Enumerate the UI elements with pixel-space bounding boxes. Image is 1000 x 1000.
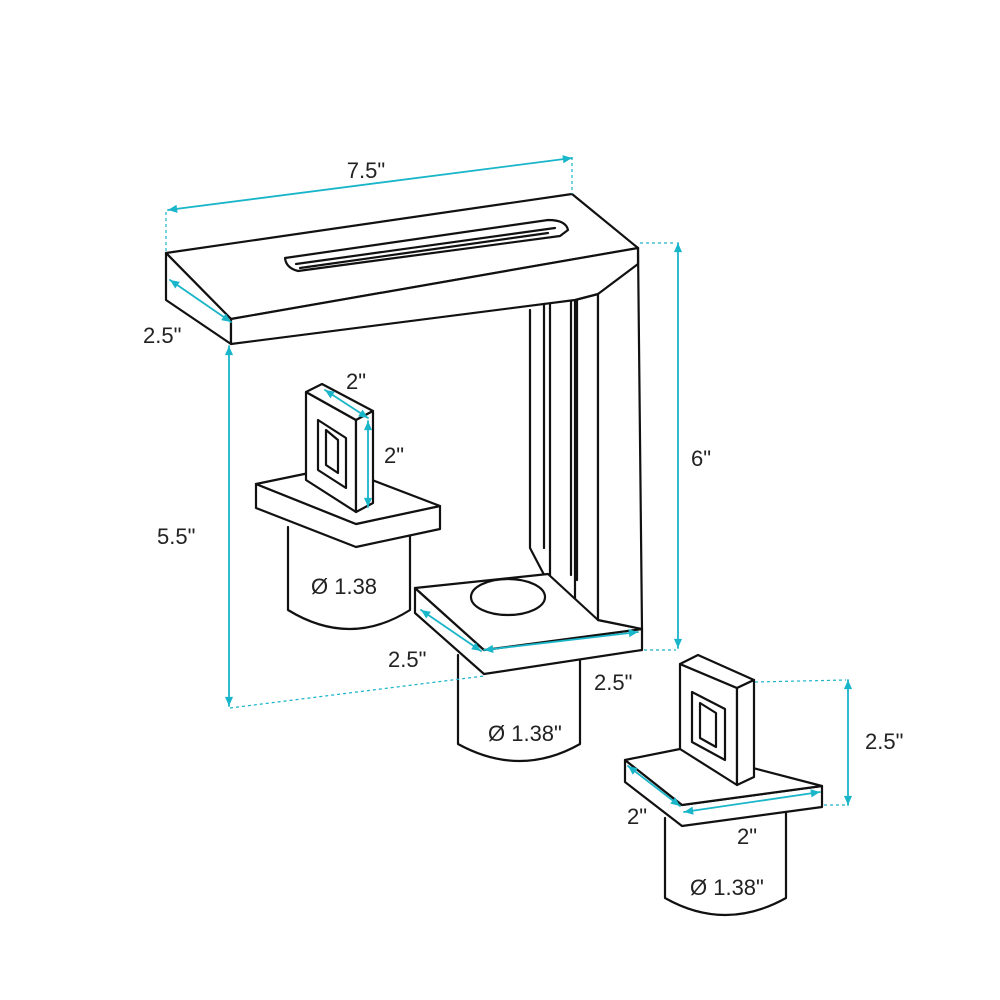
- dimension-arrowhead: [670, 797, 680, 806]
- dimension-arrowhead: [358, 409, 368, 418]
- label-faucet-height: 6": [691, 446, 711, 471]
- dimension-arrowhead: [363, 421, 373, 431]
- dimension-arrowhead: [421, 610, 431, 619]
- label-left-handle-height: 2": [384, 443, 404, 468]
- dimension-arrowhead: [221, 313, 231, 322]
- right-handle-lever-slot: [690, 690, 727, 762]
- dimension-arrowhead: [628, 766, 638, 775]
- dimension-arrowhead: [224, 346, 234, 356]
- dimension-arrowhead: [628, 629, 638, 638]
- dimension-arrowhead: [363, 497, 373, 507]
- main-base-hole: [469, 577, 547, 617]
- label-spout-depth: 2.5": [143, 323, 181, 348]
- main-faucet: [164, 192, 644, 763]
- left-handle-lever-front: [354, 409, 375, 514]
- left-handle: [254, 382, 442, 631]
- label-main-base-diameter: Ø 1.38": [488, 721, 562, 746]
- dimension-line-right-base-width: [683, 791, 821, 813]
- dimension-arrowhead: [843, 680, 853, 690]
- dimension-arrowhead: [224, 696, 234, 706]
- dimension-arrowhead: [168, 204, 178, 213]
- dimension-line-base-width: [483, 631, 639, 651]
- dimension-line-spout-length: [167, 157, 573, 211]
- spout-column-inner-right: [569, 296, 579, 582]
- spout-column-inner-left: [528, 308, 554, 592]
- dimension-arrowhead: [843, 795, 853, 805]
- label-base-width: 2.5": [594, 670, 632, 695]
- dimension-arrowhead: [810, 789, 820, 798]
- label-right-base-width: 2": [737, 824, 757, 849]
- left-handle-lever-slot: [316, 418, 348, 490]
- dimension-arrowhead: [325, 390, 335, 399]
- dimension-arrowhead: [471, 642, 481, 651]
- dimension-line-spout-depth: [169, 279, 232, 323]
- right-handle-cylinder: [663, 810, 788, 917]
- dimension-line-right-base-depth: [627, 765, 681, 807]
- dimension-arrowhead: [170, 280, 180, 289]
- label-right-handle-height: 2.5": [865, 729, 903, 754]
- spout-waterfall-slot-inner: [294, 226, 557, 270]
- dimension-arrowhead: [684, 806, 694, 815]
- extension-line-right-handle-top: [754, 679, 847, 683]
- spout-underside: [229, 246, 640, 346]
- label-right-handle-diameter: Ø 1.38": [690, 875, 764, 900]
- label-right-base-depth: 2": [627, 804, 647, 829]
- dimension-lines: [165, 155, 853, 815]
- label-left-handle-width: 2": [346, 369, 366, 394]
- spout-waterfall-slot: [283, 218, 570, 273]
- label-spout-clearance: 5.5": [157, 524, 195, 549]
- extension-line-clearance: [229, 675, 485, 709]
- dimension-labels: 7.5" 2.5" 6" 5.5" 2" 2" Ø 1.38 2.5" 2.5"…: [143, 158, 903, 900]
- dimension-arrowhead: [484, 644, 494, 653]
- dimension-arrowhead: [562, 155, 572, 164]
- left-handle-cylinder: [286, 525, 412, 631]
- label-left-handle-diameter: Ø 1.38: [311, 574, 377, 599]
- right-handle-lever-front: [735, 678, 756, 787]
- label-base-depth: 2.5": [388, 647, 426, 672]
- label-spout-length: 7.5": [347, 158, 385, 183]
- dimension-arrowhead: [673, 638, 683, 648]
- spout-column-inner-groove: [542, 299, 552, 577]
- right-handle: [623, 653, 824, 917]
- spout-column-face: [573, 292, 600, 622]
- main-base-cylinder: [456, 653, 582, 763]
- dimension-arrowhead: [673, 243, 683, 253]
- spout-column-right: [596, 246, 644, 631]
- dimension-line-base-depth: [420, 609, 482, 652]
